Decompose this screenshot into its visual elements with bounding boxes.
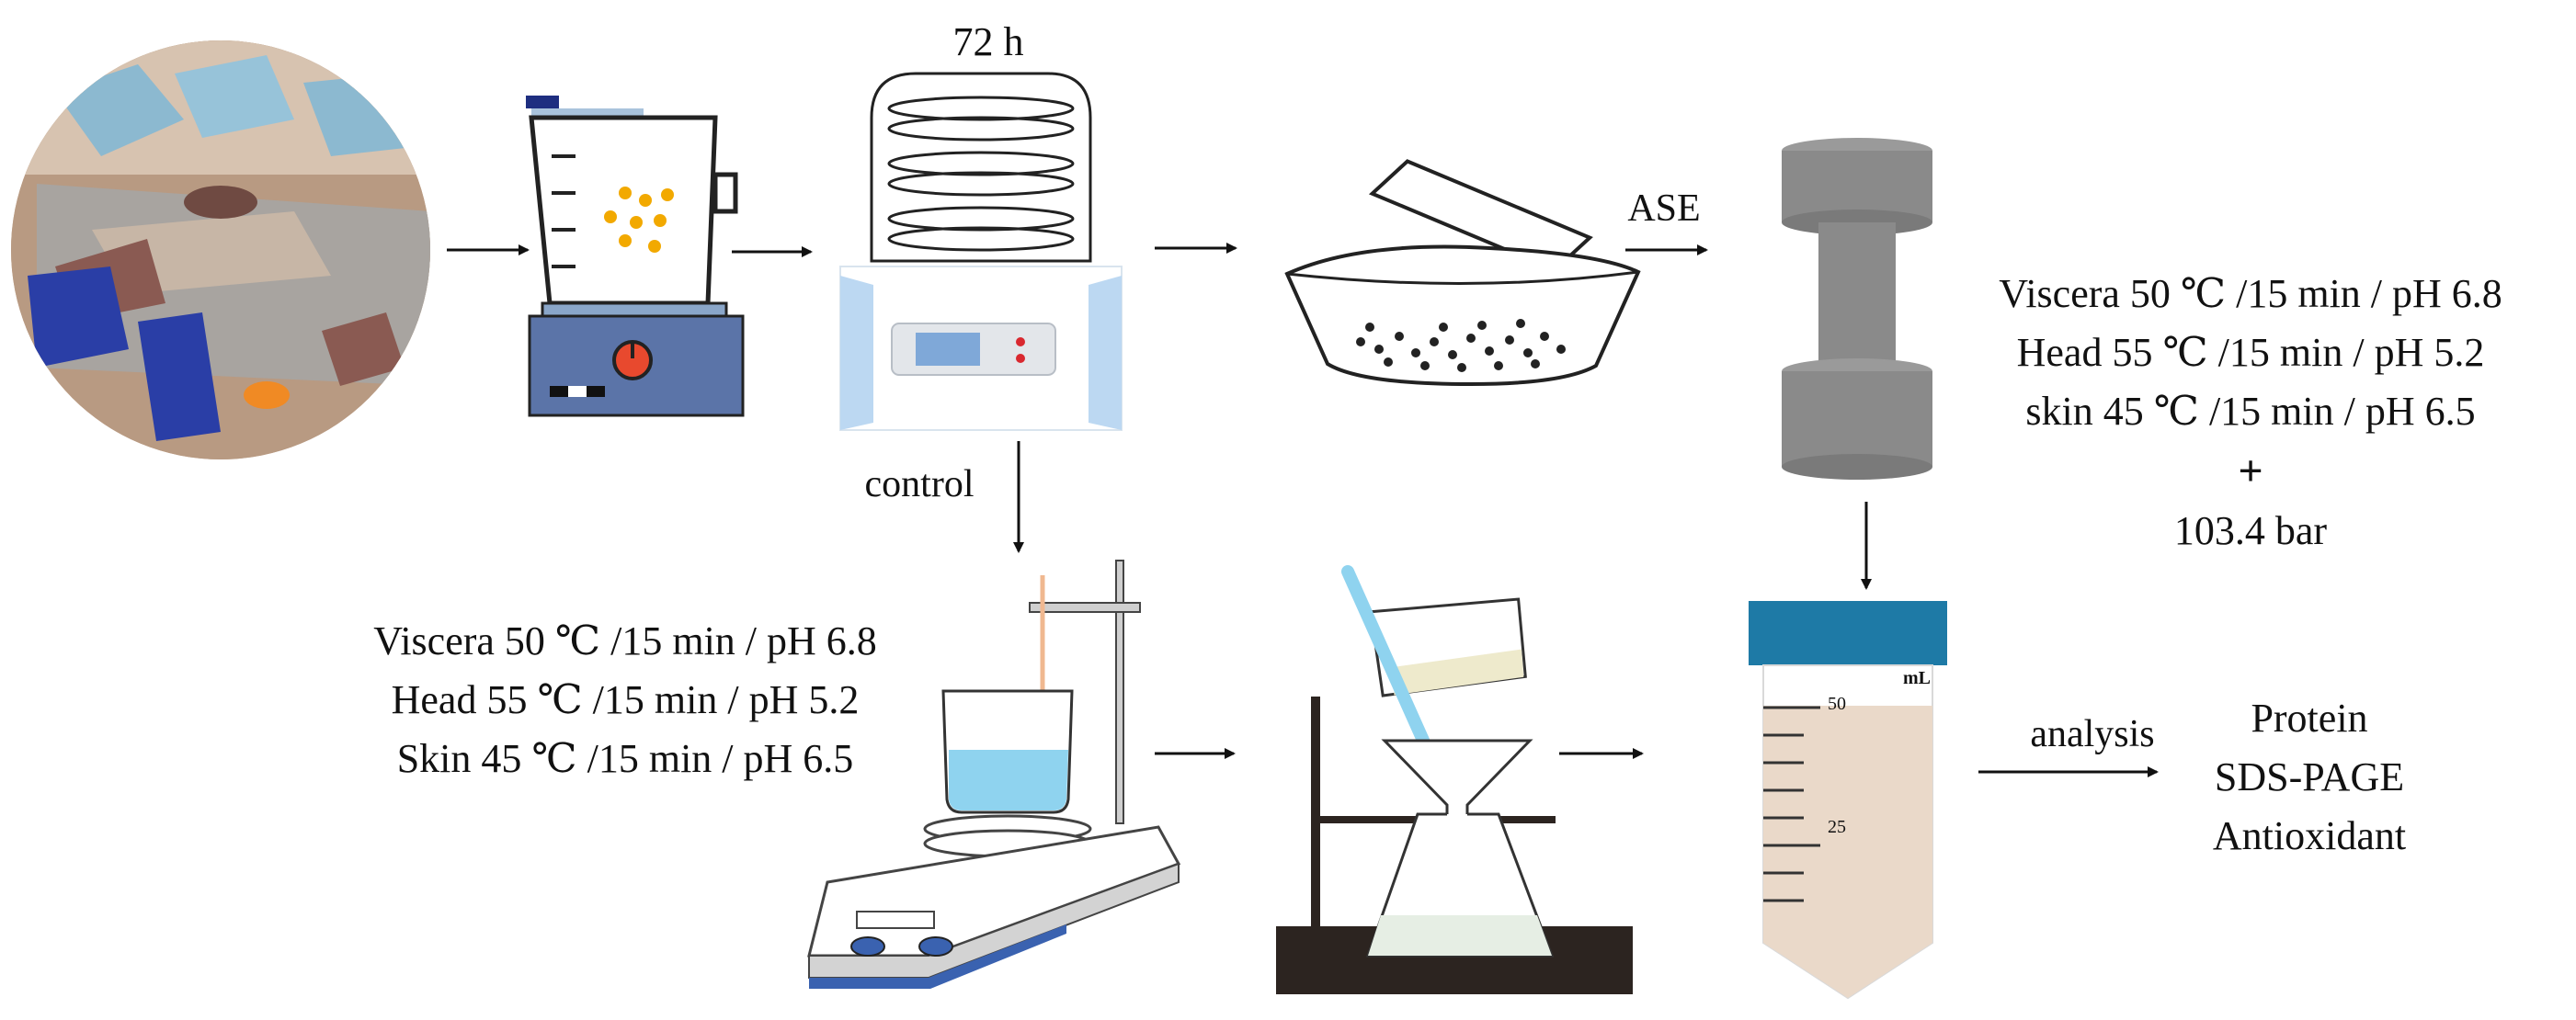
filtration-setup-icon — [1276, 565, 1633, 994]
flow-arrows — [447, 243, 2159, 777]
ase-condition-skin: skin 45 ℃ /15 min / pH 6.5 — [2025, 389, 2475, 434]
centrifuge-tube-icon: 50 25 mL — [1749, 601, 1947, 1000]
analysis-label: analysis — [2030, 713, 2154, 755]
ase-pressure: 103.4 bar — [2174, 508, 2328, 553]
blender-icon — [526, 96, 745, 417]
output-protein: Protein — [2251, 696, 2367, 741]
freeze-dry-time-label: 72 h — [953, 19, 1024, 64]
ase-label: ASE — [1627, 187, 1700, 230]
tube-unit-label: mL — [1903, 668, 1931, 688]
control-condition-skin: Skin 45 ℃ /15 min / pH 6.5 — [397, 736, 854, 781]
ase-condition-viscera: Viscera 50 ℃ /15 min / pH 6.8 — [1999, 271, 2502, 316]
control-conditions: Viscera 50 ℃ /15 min / pH 6.8 Head 55 ℃ … — [373, 618, 877, 781]
tube-mark-50: 50 — [1828, 694, 1846, 714]
control-condition-viscera: Viscera 50 ℃ /15 min / pH 6.8 — [373, 618, 877, 663]
mortar-pestle-icon — [1284, 159, 1641, 387]
magnetic-stirrer-icon — [807, 560, 1181, 989]
freeze-dryer-icon — [839, 72, 1123, 431]
ase-plus-sign: + — [2238, 447, 2263, 495]
ase-cell-icon — [1782, 138, 1932, 480]
output-antioxidant: Antioxidant — [2213, 813, 2406, 858]
output-list: Protein SDS-PAGE Antioxidant — [2213, 696, 2406, 858]
control-condition-head: Head 55 ℃ /15 min / pH 5.2 — [392, 677, 860, 722]
ase-condition-head: Head 55 ℃ /15 min / pH 5.2 — [2017, 330, 2485, 375]
control-label: control — [865, 463, 975, 505]
fish-sample-photo — [11, 40, 430, 459]
tube-mark-25: 25 — [1828, 817, 1846, 837]
ase-conditions: Viscera 50 ℃ /15 min / pH 6.8 Head 55 ℃ … — [1999, 271, 2502, 553]
output-sds-page: SDS-PAGE — [2215, 754, 2404, 799]
